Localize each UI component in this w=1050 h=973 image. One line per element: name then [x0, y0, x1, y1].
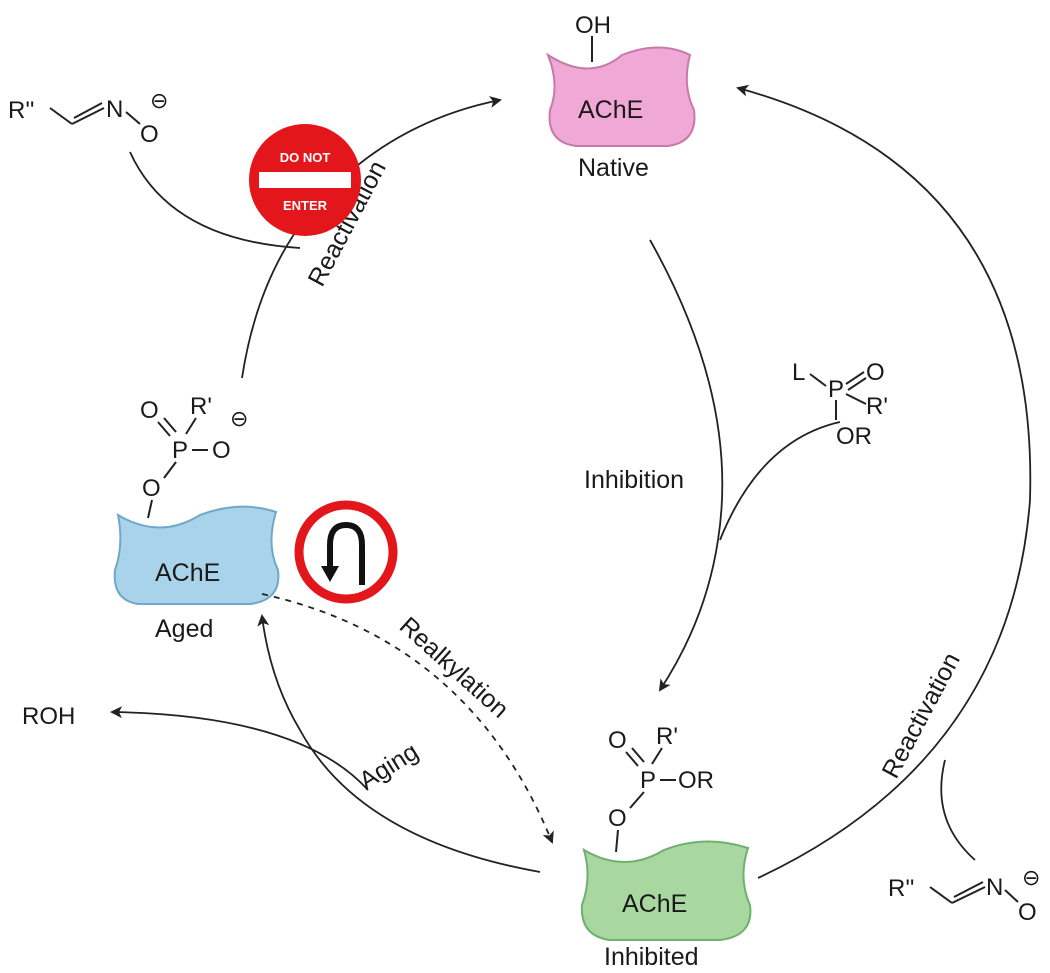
- inhibited-enzyme: AChE Inhibited: [580, 840, 752, 971]
- do-not-enter-line1: DO NOT: [280, 150, 331, 165]
- inhibited-o-link: O: [608, 805, 627, 832]
- oxime-left: R'' N O ⊖: [8, 88, 168, 148]
- inhibited-state-label: Inhibited: [604, 943, 699, 971]
- aged-enzyme: AChE Aged: [113, 505, 280, 643]
- oxime-right: R'' N O ⊖: [888, 865, 1040, 926]
- inhibitor-molecule: L P O R' OR: [792, 359, 888, 450]
- inhibited-o-double: O: [608, 727, 627, 754]
- roh-product: ROH: [22, 703, 75, 730]
- aged-r-prime: R': [190, 393, 212, 420]
- aging-label: Aging: [354, 737, 423, 795]
- native-state-label: Native: [578, 154, 649, 182]
- oxime-feed-curve-left: [129, 151, 301, 249]
- do-not-enter-line2: ENTER: [283, 198, 328, 213]
- native-oh-group: OH: [575, 12, 611, 39]
- inhibited-p: P: [640, 767, 656, 794]
- native-enzyme: OH AChE Native: [545, 12, 696, 182]
- inhibited-enzyme-shape: [580, 840, 752, 941]
- inhibitor-l: L: [792, 359, 805, 386]
- inhibition-label: Inhibition: [584, 466, 684, 494]
- realkylation-arrow: [261, 593, 554, 844]
- native-enzyme-shape: [545, 46, 696, 147]
- inhibited-or: OR: [678, 767, 714, 794]
- reactivation-right-arrow: [736, 84, 1032, 879]
- inhibition-arrow: [649, 239, 724, 692]
- oxime-right-n: N: [986, 874, 1003, 901]
- aged-enzyme-label: AChE: [155, 559, 220, 587]
- oxime-right-charge: ⊖: [1022, 865, 1040, 890]
- oxime-right-o: O: [1018, 899, 1037, 926]
- inhibitor-or: OR: [836, 423, 872, 450]
- oxime-left-r: R'': [8, 97, 35, 124]
- aged-o-double: O: [140, 397, 159, 424]
- oxime-right-r: R'': [888, 875, 915, 902]
- no-u-turn-icon: [294, 500, 398, 604]
- aged-o-link: O: [142, 475, 161, 502]
- aged-state-label: Aged: [155, 615, 213, 643]
- realkylation-label: Realkylation: [394, 612, 514, 724]
- aged-o-minus: O: [212, 437, 231, 464]
- aged-phosphate: O R' P O ⊖ O: [140, 393, 248, 519]
- inhibitor-o-double: O: [866, 359, 885, 386]
- aging-arrow: [257, 614, 541, 873]
- oxime-left-o: O: [140, 121, 159, 148]
- inhibitor-p: P: [828, 376, 844, 403]
- inhibited-r-prime: R': [656, 723, 678, 750]
- oxime-left-charge: ⊖: [150, 88, 168, 113]
- roh-arrow: [110, 706, 369, 791]
- native-enzyme-label: AChE: [578, 96, 643, 124]
- oxime-feed-curve-right: [940, 759, 976, 861]
- aged-charge: ⊖: [230, 406, 248, 431]
- inhibitor-r-prime: R': [866, 393, 888, 420]
- inhibitor-feed-curve: [719, 421, 841, 541]
- inhibited-enzyme-label: AChE: [622, 890, 687, 918]
- aged-p: P: [172, 437, 188, 464]
- aged-enzyme-shape: [113, 505, 280, 605]
- inhibited-phosphate: O R' P OR O: [608, 723, 714, 853]
- do-not-enter-sign: DO NOT ENTER: [249, 124, 361, 236]
- oxime-left-n: N: [106, 96, 123, 123]
